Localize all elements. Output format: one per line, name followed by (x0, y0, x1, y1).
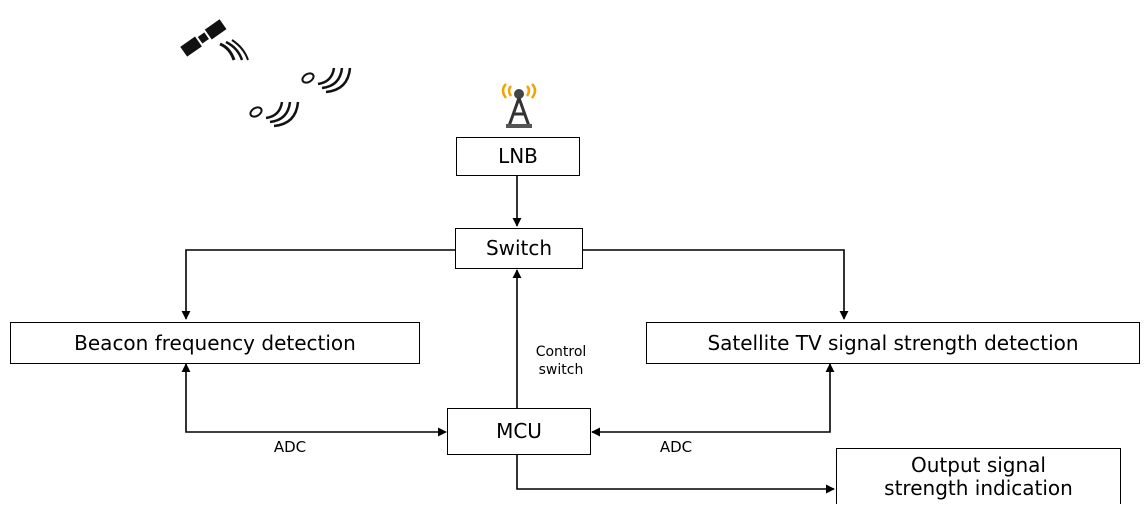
adc-right-label: ADC (659, 438, 693, 456)
beacon-mcu-arrow (181, 363, 447, 437)
satellite-icon (180, 19, 249, 61)
switch-block: Switch (455, 228, 583, 269)
satellite-tv-mcu-arrow (591, 363, 835, 437)
beacon-frequency-detection-block: Beacon frequency detection (10, 322, 420, 364)
adc-left-label: ADC (273, 438, 307, 456)
mcu-to-output-arrow (516, 455, 835, 494)
switch-to-satellite-tv-arrow (583, 249, 849, 320)
signal-waves-icon (249, 101, 300, 128)
output-signal-strength-indication-block: Output signal strength indication (836, 448, 1121, 504)
signal-waves-icon (301, 67, 352, 94)
satellite-tv-signal-strength-detection-block: Satellite TV signal strength detection (646, 322, 1140, 364)
switch-to-beacon-arrow (181, 249, 455, 320)
mcu-block: MCU (447, 408, 591, 455)
control-switch-label: Control switch (535, 344, 587, 379)
lnb-block: LNB (456, 137, 580, 176)
antenna-tower-icon (501, 83, 537, 128)
